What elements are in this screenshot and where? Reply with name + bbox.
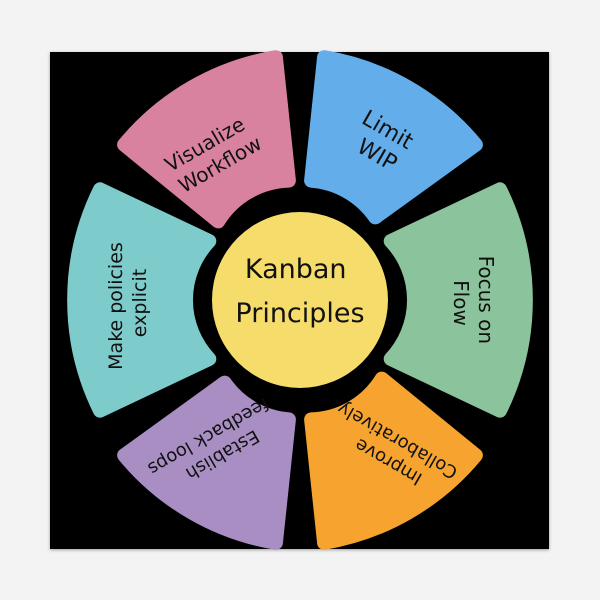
segment-limit-wip: Limit WIP — [304, 50, 483, 225]
center-hub: Kanban Principles — [212, 212, 388, 388]
segment-limit-wip-label: Limit WIP — [344, 106, 423, 182]
segment-focus-on-flow: Focus on Flow — [383, 182, 533, 418]
segment-focus-on-flow-label: Focus on Flow — [449, 256, 498, 351]
center-title-line1: Kanban — [245, 254, 347, 285]
focus-label-line1: Focus on — [474, 256, 498, 344]
center-title-line2: Principles — [235, 298, 364, 329]
segment-make-policies-explicit-label: Make policies explicit — [105, 236, 151, 370]
segment-improve-collaboratively: Improve Collaboratively — [304, 371, 483, 550]
segment-visualize-workflow-shape — [117, 50, 296, 229]
segment-focus-on-flow-shape — [383, 182, 533, 418]
segment-establish-feedback-loops-shape — [117, 375, 296, 550]
policies-label-line2: explicit — [129, 269, 151, 337]
segment-visualize-workflow: Visualize Workflow — [117, 50, 296, 229]
center-circle — [212, 212, 388, 388]
center-title: Kanban Principles — [235, 254, 364, 329]
segment-make-policies-explicit-shape — [67, 182, 217, 418]
segment-establish-feedback-loops: Establish feedback loops — [117, 375, 296, 550]
segment-make-policies-explicit: Make policies explicit — [67, 182, 217, 418]
segment-improve-collaboratively-shape — [304, 371, 483, 550]
segment-limit-wip-shape — [304, 50, 483, 225]
policies-label-line1: Make policies — [105, 242, 127, 370]
focus-label-line2: Flow — [449, 280, 473, 326]
